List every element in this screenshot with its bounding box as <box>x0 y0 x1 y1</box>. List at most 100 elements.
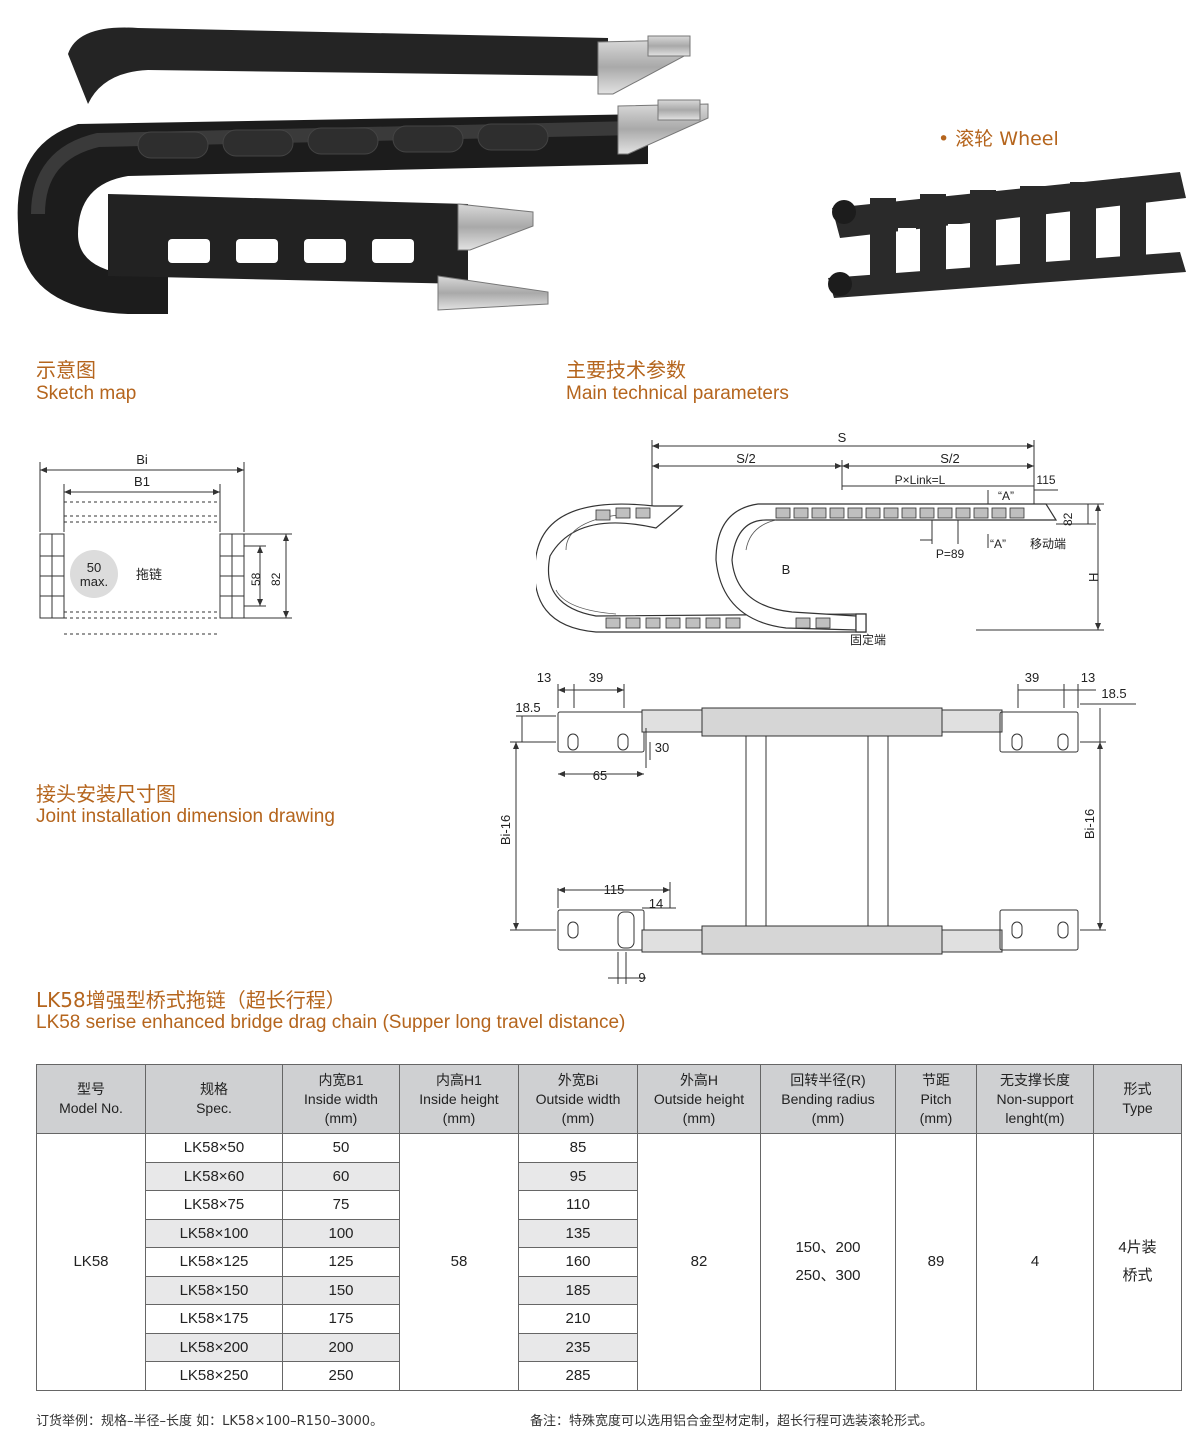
col-non-support-cn: 无支撑长度 <box>1000 1071 1070 1088</box>
cell-spec: LK58×175 <box>145 1304 283 1334</box>
joint-bi16-left: Bi-16 <box>498 815 513 845</box>
cell-spec: LK58×60 <box>145 1161 283 1191</box>
cell-b1: 60 <box>282 1161 400 1191</box>
col-inside-height-unit: (mm) <box>442 1109 476 1126</box>
wheel-label-text: 滚轮 Wheel <box>955 128 1059 150</box>
col-inside-height-en: Inside height <box>419 1090 499 1107</box>
cell-pitch: 89 <box>895 1133 977 1391</box>
cell-bi: 285 <box>518 1361 638 1391</box>
col-spec: 规格 Spec. <box>145 1064 283 1134</box>
wheel-chain-photo <box>828 172 1186 298</box>
params-pitch: P=89 <box>936 547 965 561</box>
params-a-top: “A” <box>998 489 1014 503</box>
cell-bi: 210 <box>518 1304 638 1334</box>
joint-title-cn: 接头安装尺寸图 <box>36 782 176 806</box>
params-s: S <box>838 430 847 445</box>
col-spec-cn: 规格 <box>200 1081 228 1097</box>
cell-inside-height: 58 <box>399 1133 519 1391</box>
params-radius: B <box>782 562 791 577</box>
col-outside-width-en: Outside width <box>535 1090 621 1107</box>
sketch-dim-58: 58 <box>249 572 263 586</box>
col-inside-width-en: Inside width <box>304 1090 378 1107</box>
params-a-bottom: “A” <box>990 537 1006 551</box>
col-type-cn: 形式 <box>1123 1081 1152 1097</box>
cell-spec: LK58×250 <box>145 1361 283 1391</box>
cell-bi: 85 <box>518 1133 638 1163</box>
col-pitch-unit: (mm) <box>919 1109 953 1126</box>
col-bending-radius-cn: 回转半径(R) <box>790 1071 866 1088</box>
col-non-support-unit: lenght(m) <box>1005 1109 1065 1126</box>
joint-bi16-right: Bi-16 <box>1082 809 1097 839</box>
col-model: 型号 Model No. <box>36 1064 146 1134</box>
cell-spec: LK58×125 <box>145 1247 283 1277</box>
col-type: 形式 Type <box>1093 1064 1182 1134</box>
table-row: LK58×125 125 160 <box>37 1247 1182 1277</box>
cell-bi: 185 <box>518 1275 638 1305</box>
col-type-en: Type <box>1122 1100 1153 1116</box>
col-model-cn: 型号 <box>77 1081 105 1097</box>
table-row: LK58 LK58×50 50 58 85 82 150、200 250、300… <box>36 1133 1182 1391</box>
col-pitch-en: Pitch <box>920 1090 952 1107</box>
cell-outside-height: 82 <box>637 1133 761 1391</box>
col-inside-width-unit: (mm) <box>324 1109 358 1126</box>
joint-d9: 9 <box>638 970 645 985</box>
product-title-cn: LK58增强型桥式拖链（超长行程） <box>36 988 346 1012</box>
cell-b1: 200 <box>282 1332 400 1362</box>
params-diagram: S S/2 S/2 P×Link=L 115 “A” “A” 移动端 82 P=… <box>536 430 1104 647</box>
params-height: H <box>1086 573 1101 582</box>
sketch-map-diagram: Bi B1 50 max. 拖链 58 82 <box>39 452 292 635</box>
col-outside-height-en: Outside height <box>653 1090 745 1107</box>
cell-b1: 100 <box>282 1218 400 1248</box>
sketch-title-en: Sketch map <box>36 383 137 404</box>
wheel-label: • 滚轮 Wheel <box>938 124 1059 151</box>
joint-d185-left: 18.5 <box>515 700 540 715</box>
col-inside-width-cn: 内宽B1 <box>318 1071 364 1088</box>
table-row: LK58×75 75 110 <box>37 1190 1182 1220</box>
col-bending-radius-en: Bending radius <box>781 1090 875 1107</box>
table-row: LK58×100 100 135 <box>37 1218 1182 1248</box>
params-s-half-left: S/2 <box>736 451 756 466</box>
cell-non-support: 4 <box>976 1133 1094 1391</box>
table-row: LK58×175 175 210 <box>37 1304 1182 1334</box>
drag-chain-photo <box>17 27 709 314</box>
joint-d185-right: 18.5 <box>1101 686 1126 701</box>
cell-bi: 160 <box>518 1247 638 1277</box>
col-outside-width-cn: 外宽Bi <box>557 1071 599 1088</box>
col-outside-height-cn: 外高H <box>679 1071 719 1088</box>
cell-spec: LK58×75 <box>145 1190 283 1220</box>
params-dim-115: 115 <box>1036 473 1055 487</box>
product-title-en: LK58 serise enhanced bridge drag chain (… <box>36 1012 626 1033</box>
col-outside-width-unit: (mm) <box>561 1109 595 1126</box>
cell-b1: 175 <box>282 1304 400 1334</box>
sketch-chain-label: 拖链 <box>136 567 162 582</box>
joint-d39-right: 39 <box>1025 670 1039 685</box>
col-pitch: 节距 Pitch (mm) <box>895 1064 977 1134</box>
col-pitch-cn: 节距 <box>922 1071 950 1088</box>
col-non-support: 无支撑长度 Non-support lenght(m) <box>976 1064 1094 1134</box>
col-spec-en: Spec. <box>196 1100 232 1116</box>
joint-d14: 14 <box>649 896 663 911</box>
cell-bi: 110 <box>518 1190 638 1220</box>
col-bending-radius: 回转半径(R)Bending radius(mm) <box>760 1064 896 1134</box>
col-non-support-en: Non-support <box>996 1090 1074 1107</box>
sketch-max-label: max. <box>80 574 108 589</box>
bullet: • <box>938 128 956 150</box>
cell-spec: LK58×50 <box>145 1133 283 1163</box>
col-model-en: Model No. <box>59 1100 123 1116</box>
cell-bi: 235 <box>518 1332 638 1362</box>
table-row: LK58×60 60 95 <box>37 1161 1182 1191</box>
cell-bi: 135 <box>518 1218 638 1248</box>
cell-spec: LK58×150 <box>145 1275 283 1305</box>
cell-b1: 125 <box>282 1247 400 1277</box>
params-fixed-end: 固定端 <box>850 632 886 647</box>
cell-model: LK58 <box>36 1133 146 1391</box>
cell-type: 4片装 桥式 <box>1093 1133 1182 1391</box>
cell-bi: 95 <box>518 1161 638 1191</box>
joint-d13-right: 13 <box>1081 670 1095 685</box>
